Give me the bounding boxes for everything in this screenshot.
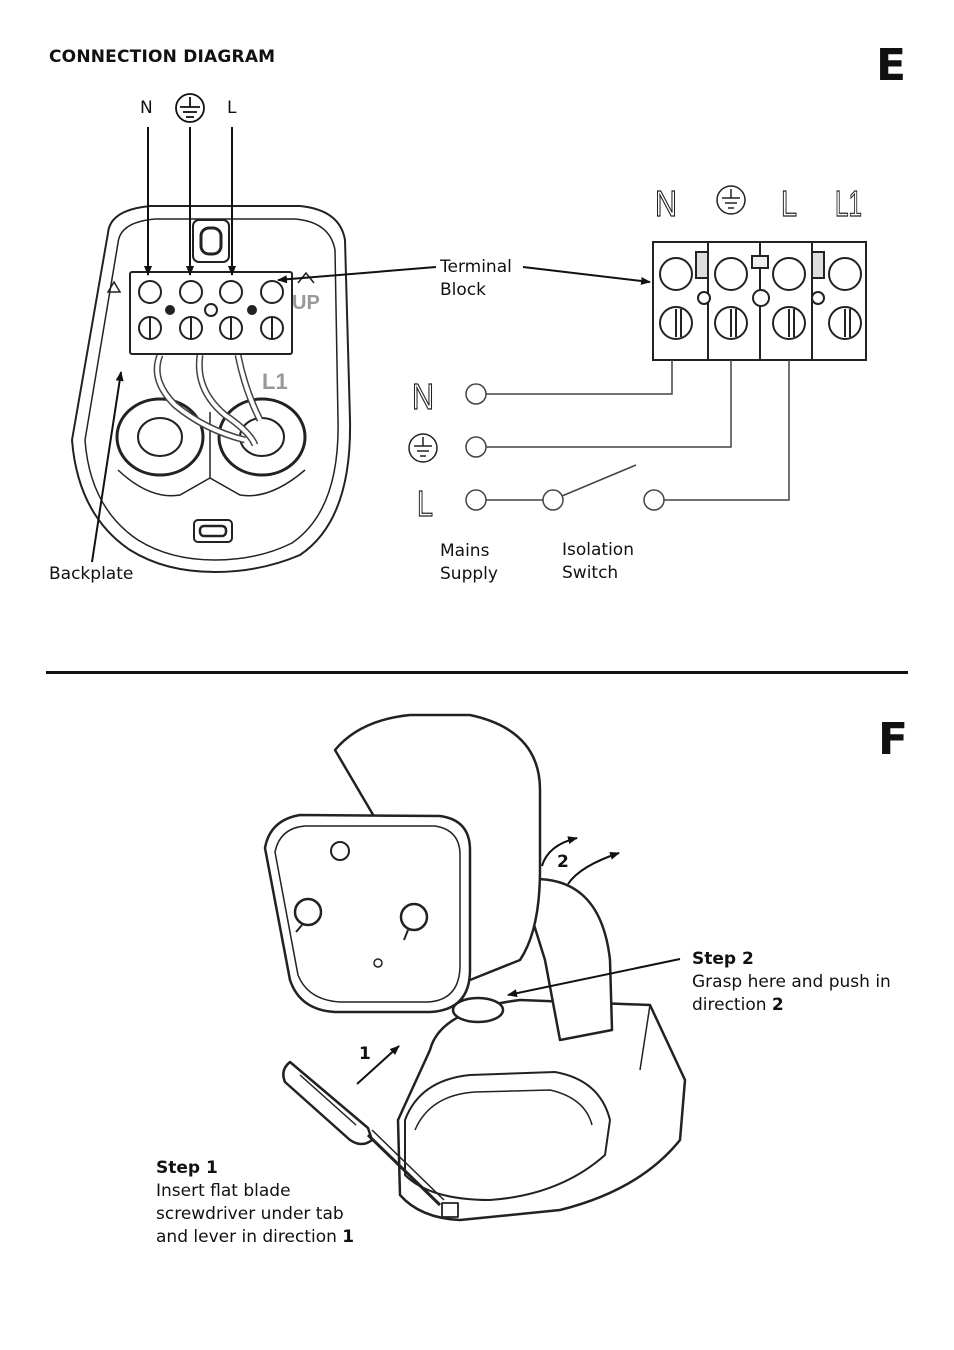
isolation-switch-lever — [561, 464, 637, 497]
section-divider — [46, 671, 908, 674]
wire-label-l: L — [227, 98, 237, 118]
earth-icon — [175, 93, 205, 123]
step1-title: Step 1 — [156, 1158, 218, 1178]
mains-label-l: L — [417, 483, 433, 524]
terminal-block-arrow-right — [522, 266, 651, 285]
page-title: CONNECTION DIAGRAM — [49, 47, 276, 67]
step2-pointer-arrow — [507, 958, 681, 998]
step2-instructions: Step 2 Grasp here and push in direction … — [692, 949, 891, 1015]
terminal-block-label: Terminal Block — [440, 257, 512, 300]
step2-title: Step 2 — [692, 949, 754, 969]
terminal-label-l1: L1 — [835, 183, 862, 224]
backplate-up-mark: UP — [292, 292, 320, 314]
terminal-label-l: L — [781, 183, 797, 224]
section-e-label: E — [876, 40, 907, 91]
direction-arrow-2b — [567, 852, 620, 885]
terminal-label-n: N — [655, 183, 677, 224]
sensor-illustration — [263, 713, 687, 1222]
step1-instructions: Step 1 Insert flat blade screwdriver und… — [156, 1158, 355, 1247]
mains-supply-label: Mains Supply — [440, 541, 498, 584]
mains-label-n: N — [412, 376, 434, 417]
terminal-earth-icon — [716, 185, 746, 215]
arrow-number-2: 2 — [557, 852, 569, 872]
backplate — [70, 205, 352, 574]
backplate-label: Backplate — [49, 564, 134, 584]
wire-label-n: N — [140, 98, 153, 118]
backplate-l1-mark: L1 — [262, 369, 288, 394]
terminal-block-arrow-left — [277, 266, 437, 284]
direction-arrow-2a — [541, 836, 578, 867]
backplate-terminal-block — [129, 271, 293, 355]
mains-wiring — [465, 360, 790, 511]
mains-earth-icon — [408, 433, 438, 463]
isolation-switch-label: Isolation Switch — [562, 540, 634, 583]
arrow-number-1: 1 — [359, 1044, 371, 1064]
section-f-label: F — [878, 714, 909, 765]
terminal-block-detail — [652, 241, 867, 361]
backplate-arrow — [91, 371, 124, 563]
direction-arrow-1 — [356, 1045, 400, 1085]
